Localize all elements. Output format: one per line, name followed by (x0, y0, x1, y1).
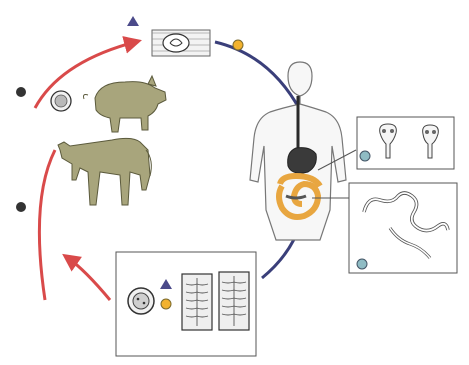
cycle-arrow-red-left (39, 150, 55, 300)
cycle-arrow-navy-top (215, 42, 300, 110)
step-marker-1 (161, 299, 171, 309)
step-marker-2 (16, 202, 26, 212)
cycle-arrow-red-bottom (68, 258, 110, 300)
egg-proglottid-panel (116, 252, 256, 356)
human-body-icon (250, 62, 346, 240)
egg-icon (51, 91, 71, 111)
diagnostic-triangle-icon (127, 16, 139, 26)
cyst-in-muscle-icon (152, 30, 210, 56)
step-marker-4 (233, 40, 243, 50)
gravid-proglottid-icon (219, 272, 249, 330)
scolex-panel (357, 117, 454, 169)
tapeworm-panel (349, 183, 457, 273)
step-marker-5 (360, 151, 370, 161)
gravid-proglottid-icon (182, 274, 212, 330)
egg-icon (128, 288, 154, 314)
cow-icon (58, 138, 151, 205)
pig-icon (84, 76, 167, 132)
step-marker-3 (16, 87, 26, 97)
step-marker-6 (357, 259, 367, 269)
